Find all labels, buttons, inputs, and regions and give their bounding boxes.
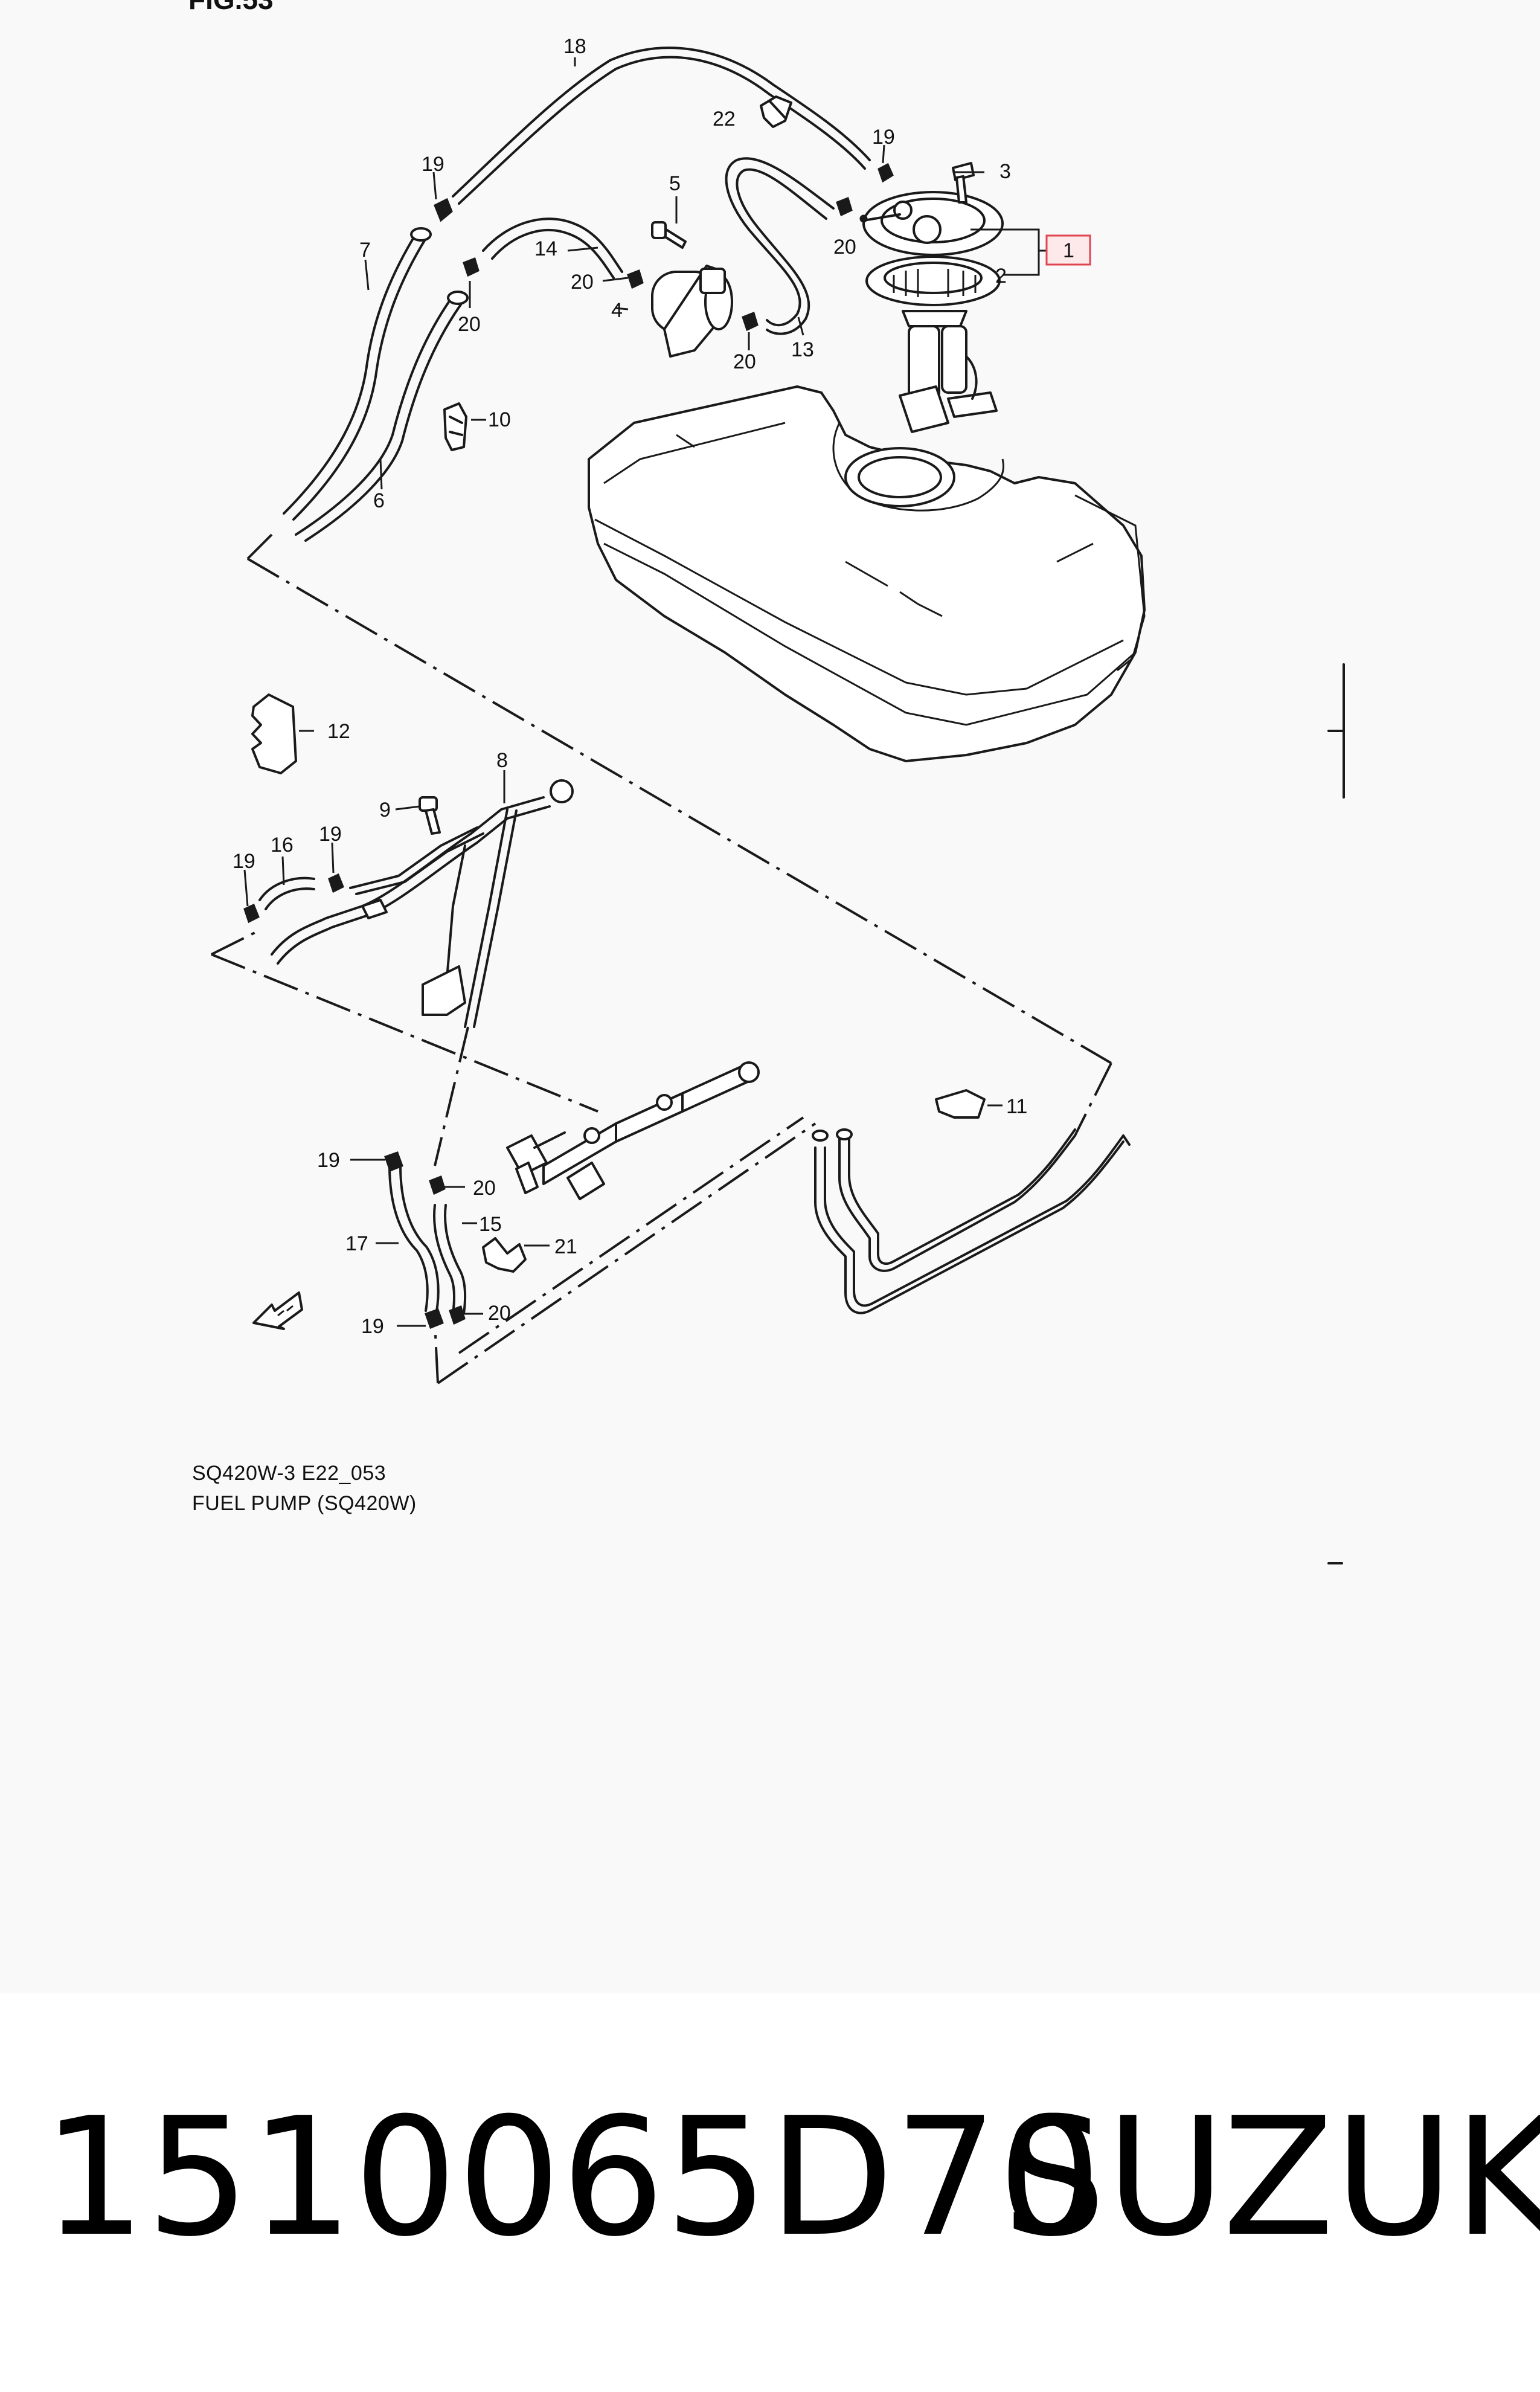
callout-5: 5 <box>669 172 681 195</box>
figure-name: FUEL PUMP (SQ420W) <box>192 1492 417 1515</box>
callout-20-c: 20 <box>733 350 756 373</box>
callout-19-f: 19 <box>361 1315 384 1338</box>
clamp-21 <box>482 1237 527 1273</box>
fuel-rail <box>506 1061 760 1200</box>
clip-22 <box>760 95 792 128</box>
footer-band <box>0 1993 1540 2392</box>
clamps-20 <box>429 197 853 1325</box>
boundary-upper <box>246 558 1112 1064</box>
hose-16 <box>258 876 315 910</box>
callout-20-a: 20 <box>571 271 594 294</box>
boundary-lower <box>437 1122 817 1384</box>
diagram-sheet: FIG.53 <box>188 0 1345 1564</box>
margin-mark <box>1327 663 1345 799</box>
callout-9: 9 <box>379 799 391 821</box>
callout-16: 16 <box>271 834 294 857</box>
fuel-tank <box>588 385 1146 762</box>
clip-11 <box>935 1089 986 1119</box>
callout-10: 10 <box>488 408 511 431</box>
figure-title: FIG.53 <box>188 0 274 16</box>
callout-20-b: 20 <box>458 313 481 336</box>
callout-4: 4 <box>611 299 623 322</box>
callout-11: 11 <box>1006 1095 1027 1118</box>
fuel-pipe-assembly-8 <box>271 779 574 1028</box>
callout-2: 2 <box>995 265 1007 288</box>
part-number: 1510065D70 <box>42 2082 1102 2272</box>
bolt-5 <box>651 221 687 249</box>
hose-18 <box>452 47 871 205</box>
callout-17: 17 <box>345 1232 368 1255</box>
fuel-filter-4 <box>651 265 733 358</box>
callout-8: 8 <box>496 749 508 772</box>
boundary-mid-left <box>211 929 260 956</box>
callout-19-b: 19 <box>872 126 895 149</box>
callout-12: 12 <box>327 720 350 743</box>
forward-arrow-icon <box>252 1291 303 1330</box>
fuel-lines-right <box>812 1128 1131 1314</box>
callout-13: 13 <box>791 338 814 361</box>
boundary-left-upper <box>246 533 273 560</box>
callout-6: 6 <box>373 489 385 512</box>
callout-14: 14 <box>534 237 557 260</box>
hose-13 <box>725 157 835 335</box>
hose-7 <box>283 227 432 521</box>
hose-15 <box>433 1204 467 1315</box>
boundary-right <box>1074 1063 1112 1136</box>
boundary-lower-2 <box>458 1116 804 1354</box>
callout-1: 1 <box>1063 239 1074 262</box>
clip-10 <box>443 402 467 451</box>
boundary-mid <box>211 953 598 1113</box>
callout-18: 18 <box>563 35 586 58</box>
callout-19-a: 19 <box>422 153 444 176</box>
pump-plate-1 <box>859 191 1004 256</box>
hose-17 <box>388 1165 440 1312</box>
boundary-lower-left <box>434 1322 439 1384</box>
boundary-vert-1 <box>434 1026 469 1166</box>
callout-19-d: 19 <box>233 850 255 873</box>
clamps-19 <box>243 162 894 1329</box>
callout-20-e: 20 <box>473 1177 496 1200</box>
callout-19-e: 19 <box>317 1149 340 1172</box>
callout-19-c: 19 <box>319 823 342 846</box>
callout-7: 7 <box>359 239 371 262</box>
callout-20-d: 20 <box>833 236 856 259</box>
callout-21: 21 <box>554 1235 577 1258</box>
hose-14 <box>482 217 623 279</box>
fuel-pump-body <box>899 310 998 433</box>
leader-lines <box>243 57 1051 1327</box>
brand-name: SUZUKI <box>1003 2082 1540 2272</box>
callout-3: 3 <box>999 160 1011 183</box>
fuel-pump-exploded-diagram: 1 2 3 4 5 6 7 8 9 10 11 12 13 14 15 16 1… <box>211 35 1345 1564</box>
highlight-box-part-1 <box>1045 234 1091 266</box>
callout-15: 15 <box>479 1213 502 1236</box>
hose-6 <box>295 291 469 542</box>
figure-code: SQ420W-3 E22_053 <box>192 1462 387 1485</box>
clip-12 <box>251 693 297 774</box>
bolt-9 <box>419 796 441 835</box>
pump-gasket-2 <box>865 256 1001 306</box>
callout-22: 22 <box>713 108 736 130</box>
callout-20-f: 20 <box>488 1302 511 1325</box>
